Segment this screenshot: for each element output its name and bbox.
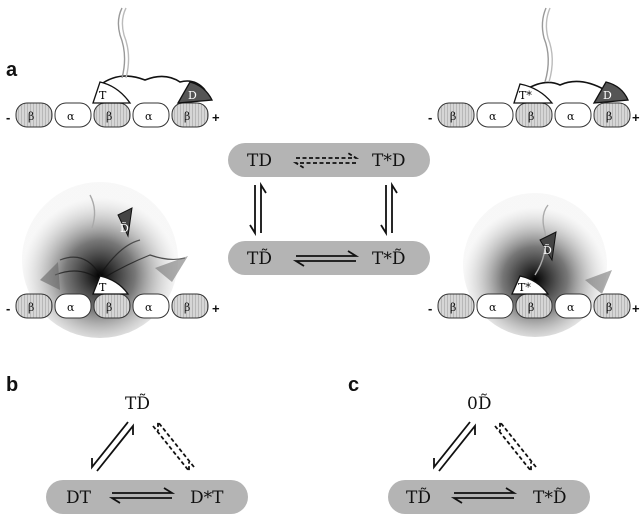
- minus-end-label: -: [428, 110, 432, 125]
- head-D-tilde-label: D̃: [543, 244, 552, 257]
- coiled-coil-stalk: [117, 7, 126, 79]
- beta-label: β: [28, 301, 34, 314]
- head-T: [92, 275, 130, 295]
- state-TDtilde-c: TD̃: [406, 488, 431, 508]
- state-pill-bottom: [228, 241, 430, 275]
- panel-label-c: c: [348, 374, 359, 396]
- head-D-tilde: [117, 207, 133, 238]
- state-DT: DT: [66, 488, 92, 508]
- head-T: [92, 81, 132, 104]
- head-D-tilde-label: D̃: [120, 222, 129, 235]
- state-TD: TD: [247, 151, 272, 171]
- microtubule-top-right: - β α β α β +: [428, 102, 640, 128]
- beta-label: β: [528, 110, 534, 123]
- alpha-label: α: [489, 110, 497, 123]
- state-DstarT: D*T: [190, 488, 224, 508]
- head-T-star-label: T*: [519, 89, 532, 102]
- state-TDtilde: TD̃: [247, 249, 272, 269]
- beta-label: β: [28, 110, 34, 123]
- beta-label: β: [184, 301, 190, 314]
- state-apex-b: TD̃: [125, 394, 150, 414]
- beta-label: β: [106, 301, 112, 314]
- plus-end-label: +: [212, 110, 220, 125]
- equilibrium-arrow-vertical: [380, 181, 398, 237]
- cartoon-bottom-left: - β α β α β + D̃ T: [6, 182, 220, 338]
- neck-linker: [99, 75, 206, 91]
- equilibrium-arrow: [108, 487, 176, 504]
- head-T-star: [513, 83, 554, 104]
- plus-end-label: +: [632, 110, 640, 125]
- head-T-star: [510, 275, 550, 295]
- equilibrium-arrow: [292, 250, 360, 267]
- beta-label: β: [606, 301, 612, 314]
- head-T-label: T: [99, 89, 107, 102]
- neck-linker: [524, 80, 606, 91]
- scheme-b: TD̃ DT D*T: [46, 394, 248, 514]
- state-pill-c: [388, 480, 590, 514]
- equilibrium-arrow-diagonal-dashed: [494, 419, 537, 474]
- alpha-label: α: [67, 110, 75, 123]
- panel-label-b: b: [6, 374, 18, 396]
- scheme-a: TD T*D TD̃ T*D̃: [228, 143, 430, 275]
- minus-end-label: -: [6, 301, 10, 316]
- beta-label: β: [450, 110, 456, 123]
- microtubule-bottom-left: - β α β α β +: [6, 293, 220, 319]
- alpha-label: α: [67, 301, 75, 314]
- microtubule-top-left: - β α β α β +: [6, 102, 220, 128]
- coiled-coil-stalk: [89, 194, 96, 229]
- state-pill-b: [46, 480, 248, 514]
- microtubule-bottom-right: - β α β α β +: [428, 293, 640, 319]
- minus-end-label: -: [6, 110, 10, 125]
- equilibrium-arrow-diagonal: [433, 421, 476, 472]
- plus-end-label: +: [632, 301, 640, 316]
- equilibrium-arrow-diagonal: [91, 421, 134, 472]
- head-T-label: T: [99, 281, 107, 294]
- equilibrium-arrow-diagonal-dashed: [152, 419, 195, 474]
- state-TstarDtilde: T*D̃: [372, 249, 405, 269]
- head-D-label: D: [188, 89, 197, 102]
- cartoon-top-left: - β α β α β + T D: [6, 7, 220, 128]
- state-pill-top: [228, 143, 430, 177]
- beta-label: β: [450, 301, 456, 314]
- cartoon-top-right: - β α β α β + T* D: [428, 7, 640, 128]
- coiled-coil-stalk: [534, 204, 549, 276]
- head-D: [592, 81, 629, 104]
- head-D-tilde: [539, 231, 557, 262]
- scheme-c: 0D̃ TD̃ T*D̃: [388, 394, 590, 514]
- cartoon-bottom-right: - β α β α β + D̃ T*: [428, 193, 640, 337]
- state-apex-c: 0D̃: [467, 394, 491, 414]
- alpha-label: α: [145, 301, 153, 314]
- beta-label: β: [184, 110, 190, 123]
- head-D-label: D: [603, 89, 612, 102]
- beta-label: β: [528, 301, 534, 314]
- coiled-coil-stalk: [541, 7, 549, 83]
- alpha-label: α: [145, 110, 153, 123]
- alpha-label: α: [489, 301, 497, 314]
- beta-label: β: [606, 110, 612, 123]
- alpha-label: α: [567, 301, 575, 314]
- plus-end-label: +: [212, 301, 220, 316]
- minus-end-label: -: [428, 301, 432, 316]
- equilibrium-arrow-dashed: [292, 152, 360, 169]
- equilibrium-arrow: [450, 487, 518, 504]
- panel-label-a: a: [6, 59, 18, 81]
- beta-label: β: [106, 110, 112, 123]
- state-TstarD: T*D: [372, 151, 405, 171]
- alpha-label: α: [567, 110, 575, 123]
- head-D: [176, 81, 214, 104]
- state-TstarDtilde-c: T*D̃: [533, 488, 566, 508]
- head-T-star-label: T*: [518, 281, 531, 294]
- equilibrium-arrow-vertical: [249, 181, 267, 237]
